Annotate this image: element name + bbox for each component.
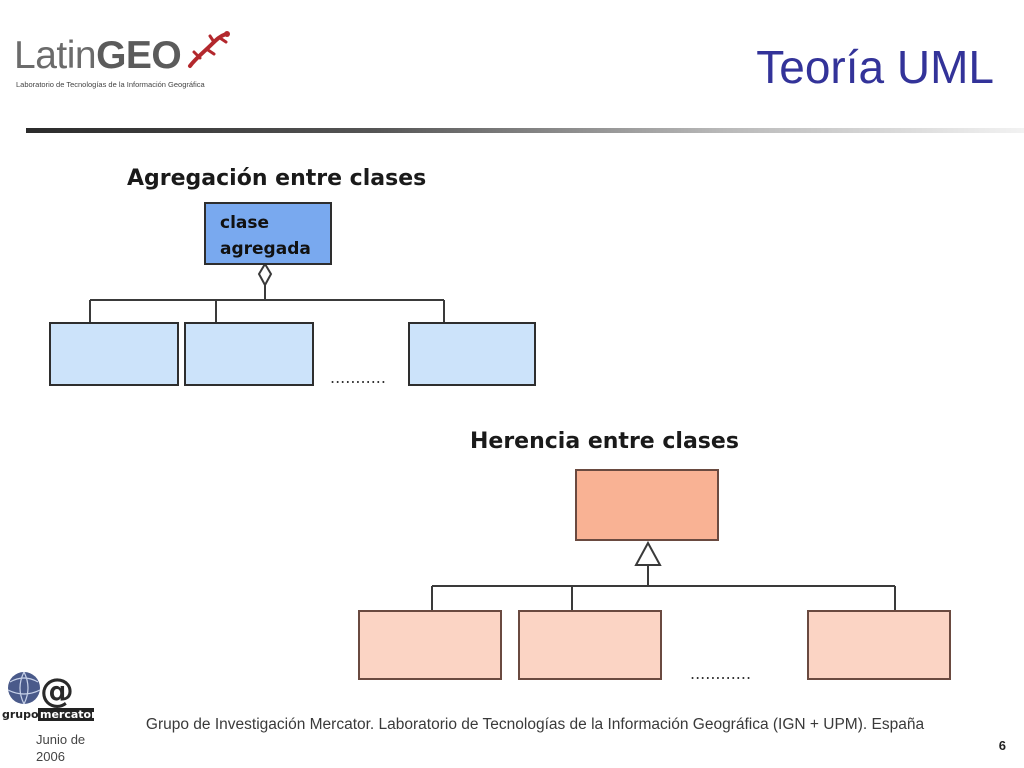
aggregated-part-box [408,322,536,386]
logo-subtitle: Laboratorio de Tecnologías de la Informa… [16,80,205,89]
inheritance-heading: Herencia entre clases [470,429,739,454]
logo-wordmark-geo: GEO [96,34,182,77]
footer-logo-word2: mercator [40,708,97,721]
page-number: 6 [998,738,1006,753]
aggregation-heading: Agregación entre clases [127,166,427,191]
footer-date: Junio de 2006 [36,732,86,764]
footer-logo-word1: grupo [2,708,39,721]
globe-at-icon: @ [7,671,94,721]
subclass-box [807,610,951,680]
lizard-icon [188,31,230,68]
aggregate-class-label: clase agregada [220,210,311,262]
logo-wordmark-latin: Latin [14,34,97,77]
logo-wordmark: LatinGEO [14,34,182,77]
latingeo-logo: LatinGEO Laboratorio de Tecnologías de l… [14,31,230,96]
aggregate-class-box: clase agregada [204,202,332,265]
superclass-box [575,469,719,541]
aggregated-part-box [184,322,314,386]
inheritance-triangle-icon [634,540,662,566]
aggregated-part-box [49,322,179,386]
aggregation-diamond-icon [257,262,273,288]
footer-text: Grupo de Investigación Mercator. Laborat… [145,716,925,733]
subclass-box [358,610,502,680]
aggregation-ellipsis: ........... [330,368,386,387]
subclass-box [518,610,662,680]
svg-text:@: @ [40,671,74,711]
slide-title: Teoría UML [756,41,994,93]
aggregation-connectors [89,285,445,322]
aggregate-class-label-line1: clase [220,213,270,233]
inheritance-ellipsis: ............ [690,664,752,683]
title-divider [26,128,1024,133]
inheritance-connectors [431,565,896,610]
aggregate-class-label-line2: agregada [220,239,311,259]
grupo-mercator-logo: @ grupo mercator [2,668,97,724]
